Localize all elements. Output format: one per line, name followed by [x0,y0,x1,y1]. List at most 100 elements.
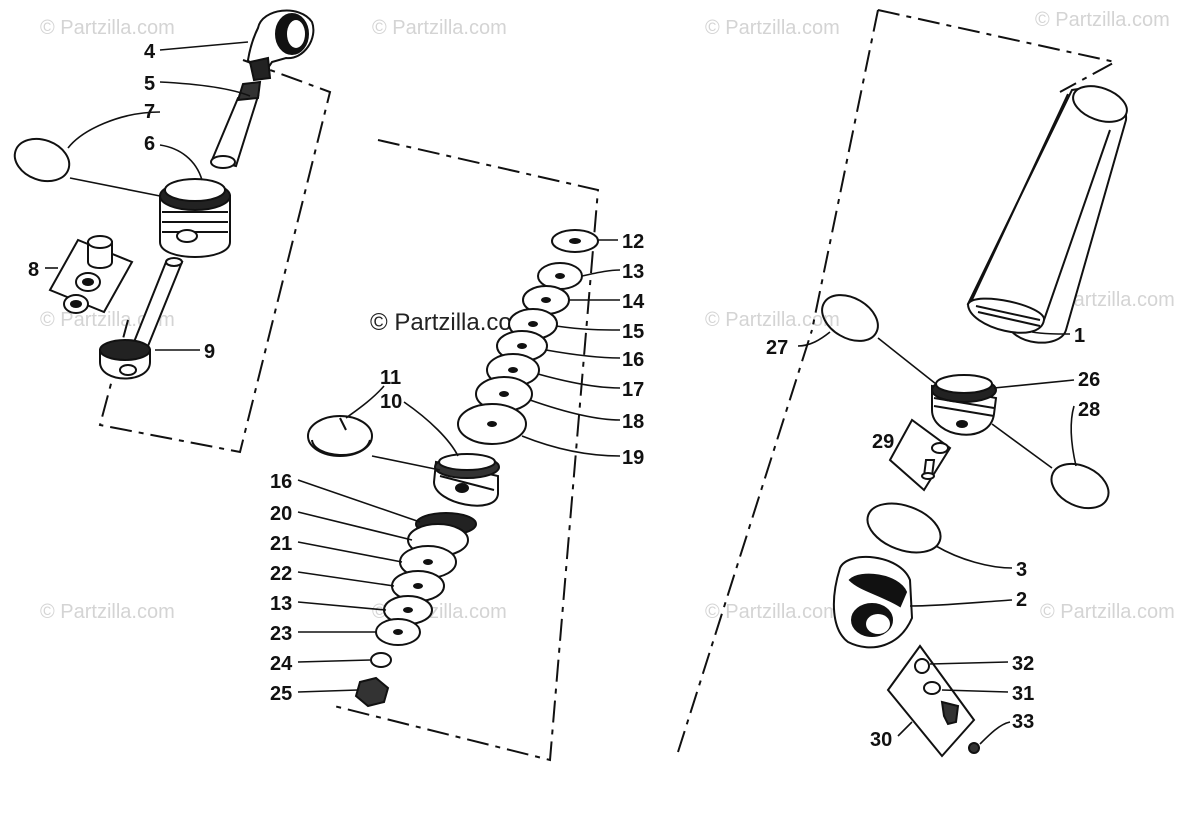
leader-line [297,571,395,587]
valve-part [888,418,952,492]
callout-33: 33 [1012,711,1034,733]
leader-line [297,541,403,563]
valve-stack-assembly: 12 13 14 15 16 17 18 19 11 10 16 20 21 2… [270,139,645,762]
leader-line [979,721,1011,745]
lower-shim-stack-part [375,512,477,646]
callout-21: 21 [270,533,292,555]
leader-line [297,689,359,693]
callout-25: 25 [270,683,292,705]
callout-28: 28 [1078,399,1100,421]
callout-16: 16 [622,349,644,371]
bushing-set-part [48,235,134,314]
end-cap-part [931,374,998,436]
callout-27: 27 [766,337,788,359]
schrader-valve-set-part [886,644,980,758]
o-ring-part [821,294,879,342]
leader-line [581,269,621,277]
watermark: © Partzilla.com [372,17,507,39]
callout-19: 19 [622,447,644,469]
assembly-bracket [811,9,879,331]
callout-26: 26 [1078,369,1100,391]
leader-line [521,435,621,457]
leader-line [159,144,203,181]
bottom-eye-part [832,555,914,649]
leader-line [403,401,459,457]
leader-line [297,511,413,541]
callout-5: 5 [144,73,155,95]
leader-line [991,423,1053,469]
callout-13: 13 [622,261,644,283]
callout-6: 6 [144,133,155,155]
leader-line [993,379,1075,389]
callout-31: 31 [1012,683,1034,705]
callout-7: 7 [144,101,155,123]
leader-line [897,721,913,737]
seal-ring-part [866,502,942,554]
leader-line [529,399,621,421]
watermark: © Partzilla.com [705,17,840,39]
callout-9: 9 [204,341,215,363]
leader-line [69,177,161,197]
leader-line [345,385,385,419]
leader-line [297,479,421,523]
leader-line [1070,405,1077,467]
leader-line [1031,331,1071,335]
leader-line [297,601,387,611]
callout-11: 11 [380,367,401,389]
callout-16: 16 [270,471,292,493]
callout-13: 13 [270,593,292,615]
watermark: © Partzilla.com [40,17,175,39]
callout-18: 18 [622,411,644,433]
callout-4: 4 [144,41,156,63]
watermark: © Partzilla.com [40,601,175,623]
shaft-assembly: 4 5 7 6 8 9 [13,9,332,454]
callout-17: 17 [622,379,644,401]
callout-23: 23 [270,623,292,645]
shaft-piston-part [99,257,184,380]
shock-body-tube-part [966,85,1128,344]
callout-22: 22 [270,563,292,585]
leader-line [935,545,1013,569]
leader-line [537,373,621,389]
callout-20: 20 [270,503,292,525]
leader-line [929,661,1009,665]
leader-line [371,455,441,471]
lock-nut-part [354,676,390,708]
watermark: © Partzilla.com [705,601,840,623]
callout-8: 8 [28,259,39,281]
leader-line [545,349,621,359]
callout-1: 1 [1074,325,1085,347]
assembly-bracket [677,329,813,753]
leader-line [941,689,1009,693]
callout-30: 30 [870,729,892,751]
callout-32: 32 [1012,653,1034,675]
leader-line [159,41,249,51]
leader-line [797,331,831,347]
callout-10: 10 [380,391,402,413]
callout-15: 15 [622,321,644,343]
main-piston-part [432,453,500,507]
leader-line [877,337,937,385]
callout-29: 29 [872,431,894,453]
center-watermark: © Partzilla.com [370,309,532,336]
leader-line [909,599,1013,607]
shim-stack-part [457,229,599,445]
leader-line [159,81,251,97]
leader-line [67,111,161,149]
washer-part [370,652,392,668]
o-ring-part [1050,462,1110,510]
callout-3: 3 [1016,559,1027,581]
bearing-cap-part [159,178,231,258]
leader-line [555,325,621,331]
callout-14: 14 [622,291,645,313]
watermark: © Partzilla.com [705,309,840,331]
o-ring-part [13,137,71,183]
piston-ring-part [307,415,373,457]
callout-12: 12 [622,231,644,253]
leader-line [297,659,371,663]
assembly-bracket [329,139,600,762]
callout-24: 24 [270,653,293,675]
shock-body-assembly: 1 27 26 28 29 3 2 32 31 33 30 [677,9,1128,758]
